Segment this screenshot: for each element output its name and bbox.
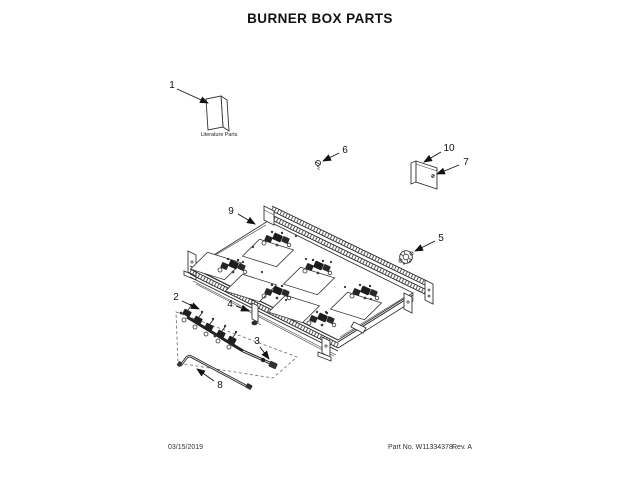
svg-text:10: 10 [443, 143, 455, 154]
back-rail [271, 205, 434, 305]
cutout [267, 294, 321, 324]
screw-part-7 [431, 174, 435, 178]
front-rail [188, 265, 414, 357]
callout-5: 5 [414, 233, 444, 252]
svg-text:9: 9 [228, 206, 234, 217]
assembly-dashed-outline [175, 311, 298, 379]
callout-9: 9 [228, 206, 256, 225]
callout-8: 8 [196, 368, 223, 391]
callout-10: 10 [423, 143, 455, 163]
tube-part-8 [176, 354, 253, 390]
tube-part-3 [242, 349, 278, 370]
literature-parts-label: Literature Parts [201, 132, 238, 138]
right-leg [403, 292, 413, 314]
burner-box [183, 205, 434, 362]
deck-bolts [241, 234, 373, 314]
front-leg [317, 336, 332, 362]
cover-plate-part-10 [410, 160, 438, 190]
svg-text:2: 2 [173, 292, 179, 303]
corner-tab-back [263, 205, 275, 226]
orifice-part-5 [398, 250, 414, 265]
bracket-part-4 [251, 302, 262, 326]
svg-text:3: 3 [254, 336, 260, 347]
callouts: 1 2 3 4 5 6 7 [169, 80, 469, 391]
screw-part-6 [314, 159, 322, 170]
cutout [282, 266, 336, 296]
rail-end-bracket [424, 279, 434, 305]
callout-6: 6 [322, 145, 348, 162]
svg-text:5: 5 [438, 233, 444, 244]
svg-text:1: 1 [169, 80, 175, 91]
bottom-notch-bracket [350, 321, 367, 334]
footer-date: 03/15/2019 [168, 444, 204, 451]
callout-3: 3 [254, 336, 270, 360]
svg-text:6: 6 [342, 145, 348, 156]
svg-text:4: 4 [227, 299, 233, 310]
callout-4: 4 [227, 299, 250, 312]
burner-cutouts [189, 238, 383, 324]
manifold-assembly-part-2 [179, 303, 244, 353]
cutout [241, 238, 295, 268]
literature-part: Literature Parts [201, 95, 238, 138]
callout-2: 2 [173, 292, 200, 310]
callout-7: 7 [436, 157, 469, 175]
page-title: BURNER BOX PARTS [247, 11, 393, 26]
callout-1: 1 [169, 80, 209, 104]
svg-text:8: 8 [217, 380, 223, 391]
cutout [224, 273, 278, 303]
footer-revision: Rev. A [452, 444, 473, 451]
svg-text:7: 7 [463, 157, 469, 168]
footer-part-number: Part No. W11334378 [388, 444, 453, 451]
